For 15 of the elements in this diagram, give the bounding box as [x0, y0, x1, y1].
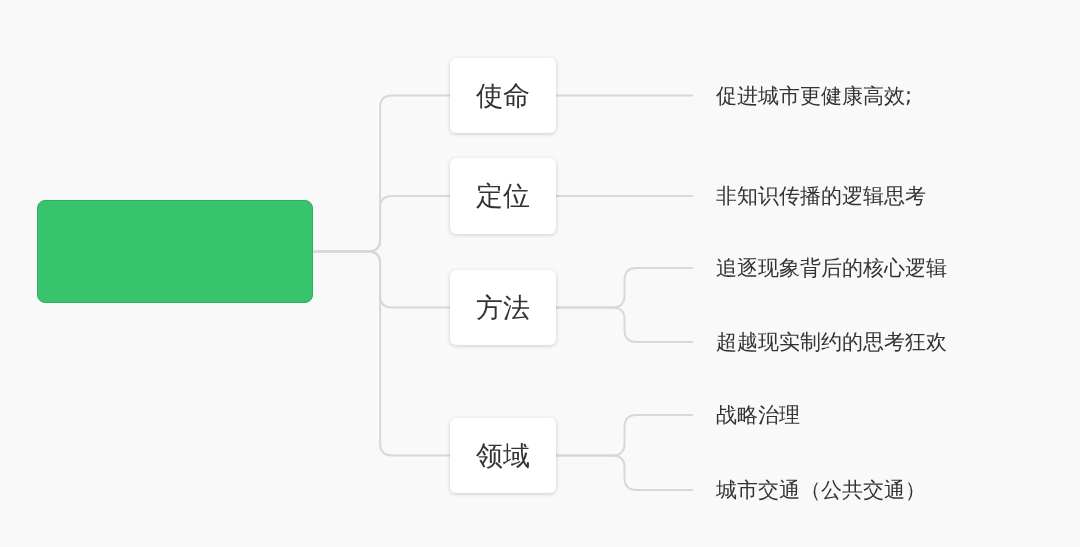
branch-text: 城市交通（公共交通）	[693, 473, 993, 507]
central-topic-box	[37, 200, 313, 303]
connector-line	[555, 94, 694, 97]
branch-text: 非知识传播的逻辑思考	[693, 179, 993, 213]
branch-text: 战略治理	[693, 398, 893, 432]
branch-text: 超越现实制约的思考狂欢	[693, 325, 1013, 359]
connector-line	[555, 195, 694, 197]
branch-text: 促进城市更健康高效;	[693, 78, 993, 113]
topic-box: 使命	[450, 58, 556, 133]
topic-box: 定位	[450, 158, 556, 234]
connector-line	[555, 454, 694, 491]
topic-box: 领域	[450, 418, 556, 493]
topic-box: 方法	[450, 270, 556, 345]
connector-line	[555, 306, 694, 343]
branch-text: 追逐现象背后的核心逻辑	[693, 251, 1013, 285]
